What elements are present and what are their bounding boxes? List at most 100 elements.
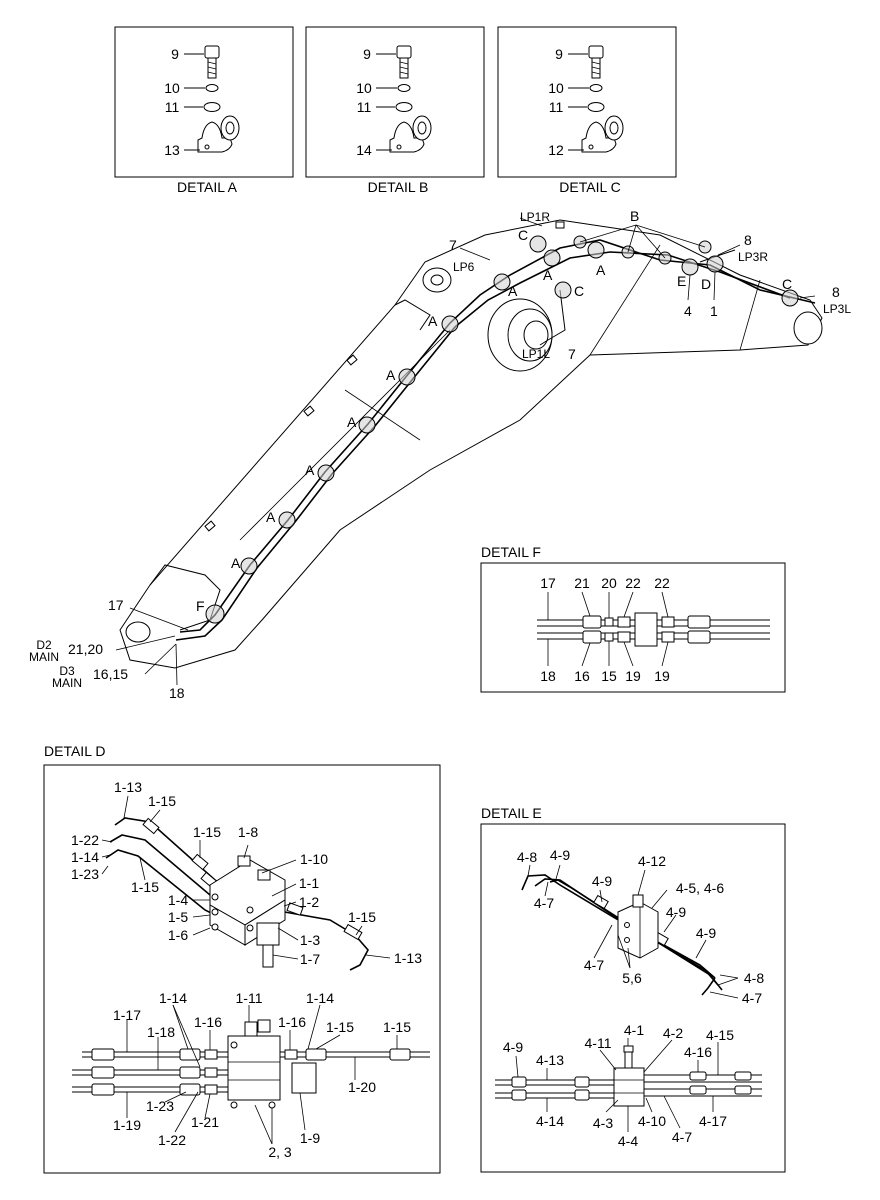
detail-e-title: DETAIL E [481,805,542,821]
callout-label: 18 [540,668,556,684]
callout-label: 1-14 [306,990,334,1006]
callout-label: 22 [654,575,670,591]
label-1: 1 [710,303,718,319]
callout-label: 1-7 [300,951,320,967]
label-17: 17 [108,597,124,613]
callout-label: 4-8 [744,970,764,986]
label-main: MAIN [29,650,59,664]
callout-label: 4-9 [696,925,716,941]
callout-label: 1-19 [113,1117,141,1133]
detail-e-panel: DETAIL E 4-8 4-9 4-12 4-9 4-5, 4 [480,805,786,1173]
label-c: C [574,283,584,299]
label-main: MAIN [52,676,82,690]
label-lp1r: LP1R [520,210,550,224]
callout-label: 11 [357,99,372,115]
clamp-location-c [554,281,572,299]
label-d: D [701,276,711,292]
hose-line [179,239,816,633]
callout-label: 1-15 [326,1019,354,1035]
clamp-location-a [587,241,605,259]
clamp-icon [197,115,240,153]
clamp-location-c [781,289,799,307]
label-4: 4 [684,303,692,319]
label-a: A [266,509,276,525]
callout-label: 1-5 [168,909,188,925]
callout-label: 1-23 [71,866,99,882]
callout-label: 4-4 [618,1133,638,1149]
callout-label: 4-9 [592,873,612,889]
callout-label: 10 [356,80,372,96]
washer-icon [205,84,219,92]
callout-label: 4-11 [585,1035,612,1051]
callout-label: 4-16 [684,1044,712,1060]
callout-label: 15 [601,668,617,684]
clamp-location-a [543,249,561,267]
callout-label: 9 [555,46,563,62]
callout-label: 4-15 [706,1027,734,1043]
boom-drawing: A A A A A A A A A B C C C E D F 7 7 8 8 … [29,208,851,701]
callout-label: 19 [625,668,641,684]
cylinder-boss [487,298,553,372]
callout-label: 4-9 [550,847,570,863]
callout-label: 1-16 [278,1014,306,1030]
valve-block [209,855,286,968]
callout-label: 1-22 [158,1132,186,1148]
callout-label: 4-8 [517,849,537,865]
valve-block [617,894,659,959]
washer-icon [589,84,603,92]
label-7: 7 [449,237,457,253]
callout-label: 1-15 [348,909,376,925]
label-21-20: 21,20 [68,641,103,657]
clamp-location-a [493,273,511,291]
detail-f-title: DETAIL F [481,544,541,560]
clamp-icon [389,115,432,153]
callout-label: 4-2 [663,1025,683,1041]
callout-label: 1-15 [383,1019,411,1035]
callout-label: 1-14 [159,990,187,1006]
clamp-location-f [205,604,225,624]
callout-label: 17 [540,575,556,591]
callout-label: 1-17 [113,1007,141,1023]
callout-label: 4-14 [536,1113,564,1129]
callout-label: 1-15 [148,793,176,809]
clamp-location-a [317,464,335,482]
callout-label: 4-12 [638,853,666,869]
callout-label: 14 [356,142,372,158]
label-a: A [543,267,553,283]
detail-f-panel: DETAIL F 17 21 20 22 22 18 16 15 1 [480,544,786,693]
label-lp6: LP6 [453,260,475,274]
callout-label: 1-18 [147,1024,175,1040]
clamp-location-a [398,368,416,386]
detail-b-title: DETAIL B [368,179,429,195]
clamp-location-a [358,416,376,434]
bolt-icon [588,45,604,79]
callout-label: 13 [164,142,180,158]
callout-label: 1-9 [300,1130,320,1146]
clamp-location-a [240,557,258,575]
callout-label: 1-15 [131,879,159,895]
label-8: 8 [832,284,840,300]
label-a: A [596,262,606,278]
callout-label: 1-16 [194,1014,222,1030]
callout-label: 1-21 [191,1114,219,1130]
callout-label: 1-13 [114,779,142,795]
valve-block [613,1045,645,1107]
clamp-location-a [441,315,459,333]
callout-label: 21 [574,575,590,591]
label-c: C [782,276,792,292]
callout-label: 1-6 [168,927,188,943]
washer-icon [587,102,605,112]
junction-block [634,612,658,647]
label-7: 7 [568,346,576,362]
hose-line [175,251,791,641]
callout-label: 10 [548,80,564,96]
label-16-15: 16,15 [93,666,128,682]
callout-label: 1-22 [71,832,99,848]
callout-label: 1-4 [168,892,188,908]
callout-label: 1-15 [193,824,221,840]
detail-a-panel: 9 10 11 13 DETAIL A [114,26,294,195]
label-lp3r: LP3R [738,250,768,264]
callout-label: 4-9 [503,1039,523,1055]
label-8: 8 [744,232,752,248]
